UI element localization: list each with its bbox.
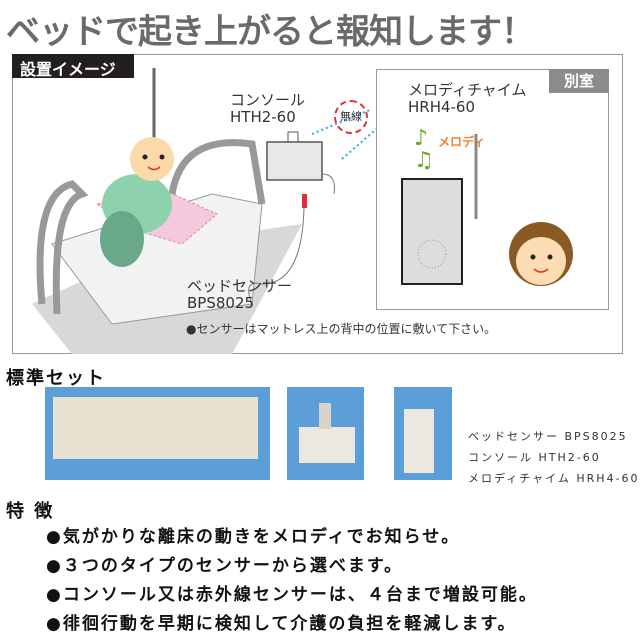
other-room-badge: 別室 <box>549 69 609 93</box>
bed-sensor-photo <box>45 387 270 480</box>
feature-item: ●コンソール又は赤外線センサーは、４台まで増設可能。 <box>46 585 538 605</box>
melody-label: メロディ <box>438 135 486 149</box>
sensor-name: ベッドセンサー <box>187 277 293 295</box>
setup-image-badge: 設置イメージ <box>12 54 134 79</box>
feature-item: ●気がかりな離床の動きをメロディでお知らせ。 <box>46 527 461 547</box>
page-title: ベッドで起き上がると報知します！ <box>6 12 535 52</box>
sensor-model: BPS8025 <box>187 294 255 312</box>
chime-device-illustration <box>401 134 573 286</box>
console-photo <box>287 387 364 480</box>
bed-illustration <box>32 68 383 354</box>
chime-model: HRH4-60 <box>408 98 476 116</box>
feature-item: ●３つのタイプのセンサーから選べます。 <box>46 556 404 576</box>
music-note-icon: ♪♫ <box>414 126 434 173</box>
sensor-placement-note: ●センサーはマットレス上の背中の位置に敷いて下さい。 <box>186 322 497 336</box>
feature-item: ●徘徊行動を早期に検知して介護の負担を軽減します。 <box>46 614 517 634</box>
installation-diagram <box>12 54 623 354</box>
standard-set-heading: 標準セット <box>6 368 106 389</box>
standard-set-list: ベッドセンサー BPS8025 コンソール HTH2-60 メロディチャイム H… <box>468 426 640 489</box>
set-item: コンソール HTH2-60 <box>468 451 601 464</box>
sensor-label: ベッドセンサー BPS8025 <box>187 278 292 312</box>
set-item: メロディチャイム HRH4-60 <box>468 472 640 485</box>
wireless-badge: 無線 <box>334 100 368 134</box>
console-label: コンソール HTH2-60 <box>230 92 305 126</box>
console-name: コンソール <box>230 91 306 109</box>
chime-name: メロディチャイム <box>408 81 527 99</box>
features-heading: 特 徴 <box>6 501 55 522</box>
console-model: HTH2-60 <box>230 108 296 126</box>
chime-label: メロディチャイム HRH4-60 <box>408 82 527 116</box>
melody-chime-photo <box>394 387 452 480</box>
set-item: ベッドセンサー BPS8025 <box>468 430 628 443</box>
